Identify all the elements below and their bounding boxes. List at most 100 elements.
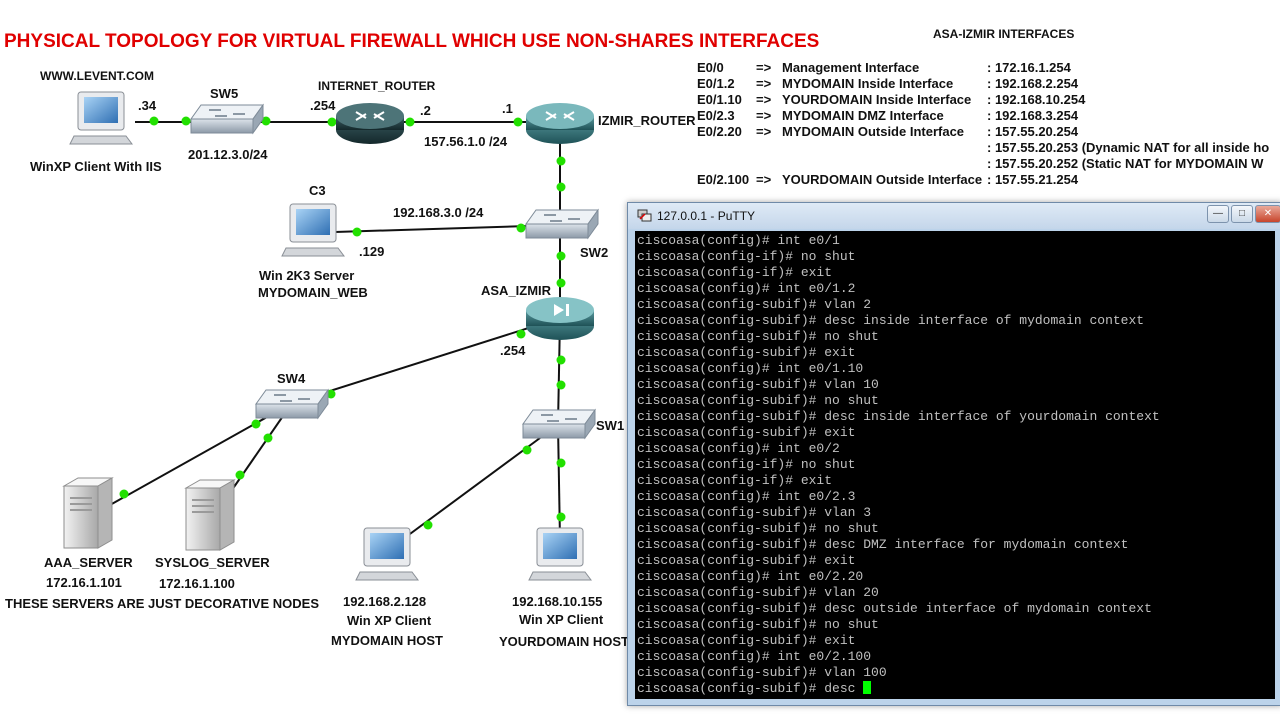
- terminal-line: ciscoasa(config)# int e0/1.2: [637, 281, 855, 297]
- interface-ip: : 157.55.20.254: [987, 124, 1079, 139]
- router-icon[interactable]: [526, 103, 594, 144]
- ip-label: .2: [420, 103, 431, 118]
- node-desc-c3: MYDOMAIN_WEB: [258, 285, 368, 300]
- switch-icon[interactable]: [522, 408, 596, 440]
- terminal-line: ciscoasa(config-subif)# exit: [637, 425, 855, 441]
- minimize-button[interactable]: —: [1207, 205, 1229, 223]
- interface-port: E0/2.20: [697, 124, 742, 139]
- subnet-label: 157.56.1.0 /24: [424, 134, 508, 149]
- terminal-line-text: ciscoasa(config-subif)# desc inside inte…: [637, 313, 1145, 328]
- terminal-cursor: [863, 681, 872, 694]
- pc-icon[interactable]: [69, 91, 133, 145]
- node-desc-c3: Win 2K3 Server: [259, 268, 355, 283]
- server-icon[interactable]: [62, 477, 114, 549]
- node-label-sw5: SW5: [210, 86, 239, 101]
- link-dot: [327, 117, 337, 127]
- link-dot: [556, 355, 566, 365]
- terminal-line-text: ciscoasa(config-subif)# exit: [637, 345, 856, 360]
- link-dot: [251, 419, 261, 429]
- terminal-line-text: ciscoasa(config-subif)# vlan 20: [637, 585, 879, 600]
- interface-row: E0/0 => Management Interface : 172.16.1.254: [697, 60, 1280, 76]
- terminal-line: ciscoasa(config-subif)# desc: [637, 681, 872, 697]
- link-dot: [516, 329, 526, 339]
- link-dot: [235, 470, 245, 480]
- link-dot: [405, 117, 415, 127]
- links: [109, 121, 561, 546]
- terminal-line-text: ciscoasa(config-subif)# vlan 10: [637, 377, 879, 392]
- node-ip-yourdomain-host: 192.168.10.155: [512, 594, 603, 609]
- link-dot: [326, 389, 336, 399]
- switch-icon[interactable]: [525, 208, 599, 240]
- interface-desc: Management Interface: [782, 60, 920, 75]
- link-dot: [352, 227, 362, 237]
- terminal-line: ciscoasa(config-subif)# exit: [637, 553, 855, 569]
- link-dot: [522, 445, 532, 455]
- putty-titlebar[interactable]: 127.0.0.1 - PuTTY — □ ✕: [628, 203, 1280, 229]
- terminal-line: ciscoasa(config)# int e0/1.10: [637, 361, 863, 377]
- terminal-line-text: ciscoasa(config-subif)# desc outside int…: [637, 601, 1152, 616]
- link-asa-sw4: [291, 317, 561, 404]
- interface-desc: MYDOMAIN Outside Interface: [782, 124, 965, 139]
- interface-desc: MYDOMAIN DMZ Interface: [782, 108, 944, 123]
- interface-arrow: =>: [756, 172, 772, 187]
- terminal-line-text: ciscoasa(config)# int e0/2.20: [637, 569, 864, 584]
- pc-icon[interactable]: [528, 527, 592, 581]
- link-status-dots: [119, 116, 566, 530]
- interface-desc: YOURDOMAIN Outside Interface: [782, 172, 983, 187]
- interface-ip: : 157.55.20.252 (Static NAT for MYDOMAIN…: [987, 156, 1264, 171]
- link-dot: [261, 116, 271, 126]
- terminal-line: ciscoasa(config-if)# exit: [637, 473, 832, 489]
- switch-icon[interactable]: [255, 388, 329, 420]
- maximize-button[interactable]: □: [1231, 205, 1253, 223]
- interface-row: : 157.55.20.253 (Dynamic NAT for all ins…: [697, 140, 1280, 156]
- link-dot: [556, 182, 566, 192]
- interface-port: E0/2.100: [697, 172, 750, 187]
- terminal-line: ciscoasa(config-if)# no shut: [637, 457, 855, 473]
- terminal-line-text: ciscoasa(config-subif)# no shut: [637, 521, 879, 536]
- node-label-winxp-iis: WWW.LEVENT.COM: [40, 69, 154, 83]
- servers-note: THESE SERVERS ARE JUST DECORATIVE NODES: [5, 596, 319, 611]
- terminal-line-text: ciscoasa(config-subif)# vlan 2: [637, 297, 872, 312]
- server-icon[interactable]: [184, 479, 236, 551]
- link-dot: [556, 251, 566, 261]
- node-label-asa: ASA_IZMIR: [481, 283, 552, 298]
- node-desc-yourdomain-host: YOURDOMAIN HOST: [499, 634, 629, 649]
- firewall-icon[interactable]: [526, 297, 594, 340]
- interface-arrow: =>: [756, 60, 772, 75]
- interface-row: E0/1.2=>MYDOMAIN Inside Interface: 192.1…: [697, 76, 1280, 92]
- node-label-izmir-router: IZMIR_ROUTER: [598, 113, 696, 128]
- link-dot: [119, 489, 129, 499]
- terminal-line-text: ciscoasa(config)# int e0/2.100: [637, 649, 872, 664]
- link-sw4-syslog: [224, 402, 293, 501]
- node-desc-mydomain-host: Win XP Client: [347, 613, 432, 628]
- pc-icon[interactable]: [355, 527, 419, 581]
- link-sw1-yourdomain: [557, 424, 561, 541]
- interface-row: : 157.55.20.252 (Static NAT for MYDOMAIN…: [697, 156, 1280, 172]
- ip-label: .34: [138, 98, 157, 113]
- putty-window[interactable]: 127.0.0.1 - PuTTY — □ ✕ ciscoasa(config)…: [627, 202, 1280, 706]
- subnet-label: 201.12.3.0/24: [188, 147, 268, 162]
- pc-icon[interactable]: [281, 203, 345, 257]
- link-dot: [556, 512, 566, 522]
- terminal-line: ciscoasa(config-subif)# vlan 100: [637, 665, 887, 681]
- node-label-internet-router: INTERNET_ROUTER: [318, 79, 436, 93]
- link-sw4-aaa: [109, 402, 293, 506]
- link-dot: [516, 223, 526, 233]
- terminal-line: ciscoasa(config-if)# exit: [637, 265, 832, 281]
- interface-ip: : 192.168.2.254: [987, 76, 1079, 91]
- switch-icon[interactable]: [190, 103, 264, 135]
- terminal-line: ciscoasa(config)# int e0/2: [637, 441, 840, 457]
- interface-ip: : 157.55.21.254: [987, 172, 1079, 187]
- interface-port: E0/0: [697, 60, 724, 75]
- ip-label: .254: [500, 343, 526, 358]
- terminal-line-text: ciscoasa(config-if)# exit: [637, 265, 833, 280]
- interface-arrow: =>: [756, 92, 772, 107]
- close-button[interactable]: ✕: [1255, 205, 1280, 223]
- interface-port: E0/1.2: [697, 76, 735, 91]
- terminal-line: ciscoasa(config-subif)# vlan 3: [637, 505, 871, 521]
- router-icon[interactable]: [336, 103, 404, 144]
- link-dot: [513, 117, 523, 127]
- interface-ip: : 172.16.1.254: [987, 60, 1071, 75]
- interface-port: E0/2.3: [697, 108, 735, 123]
